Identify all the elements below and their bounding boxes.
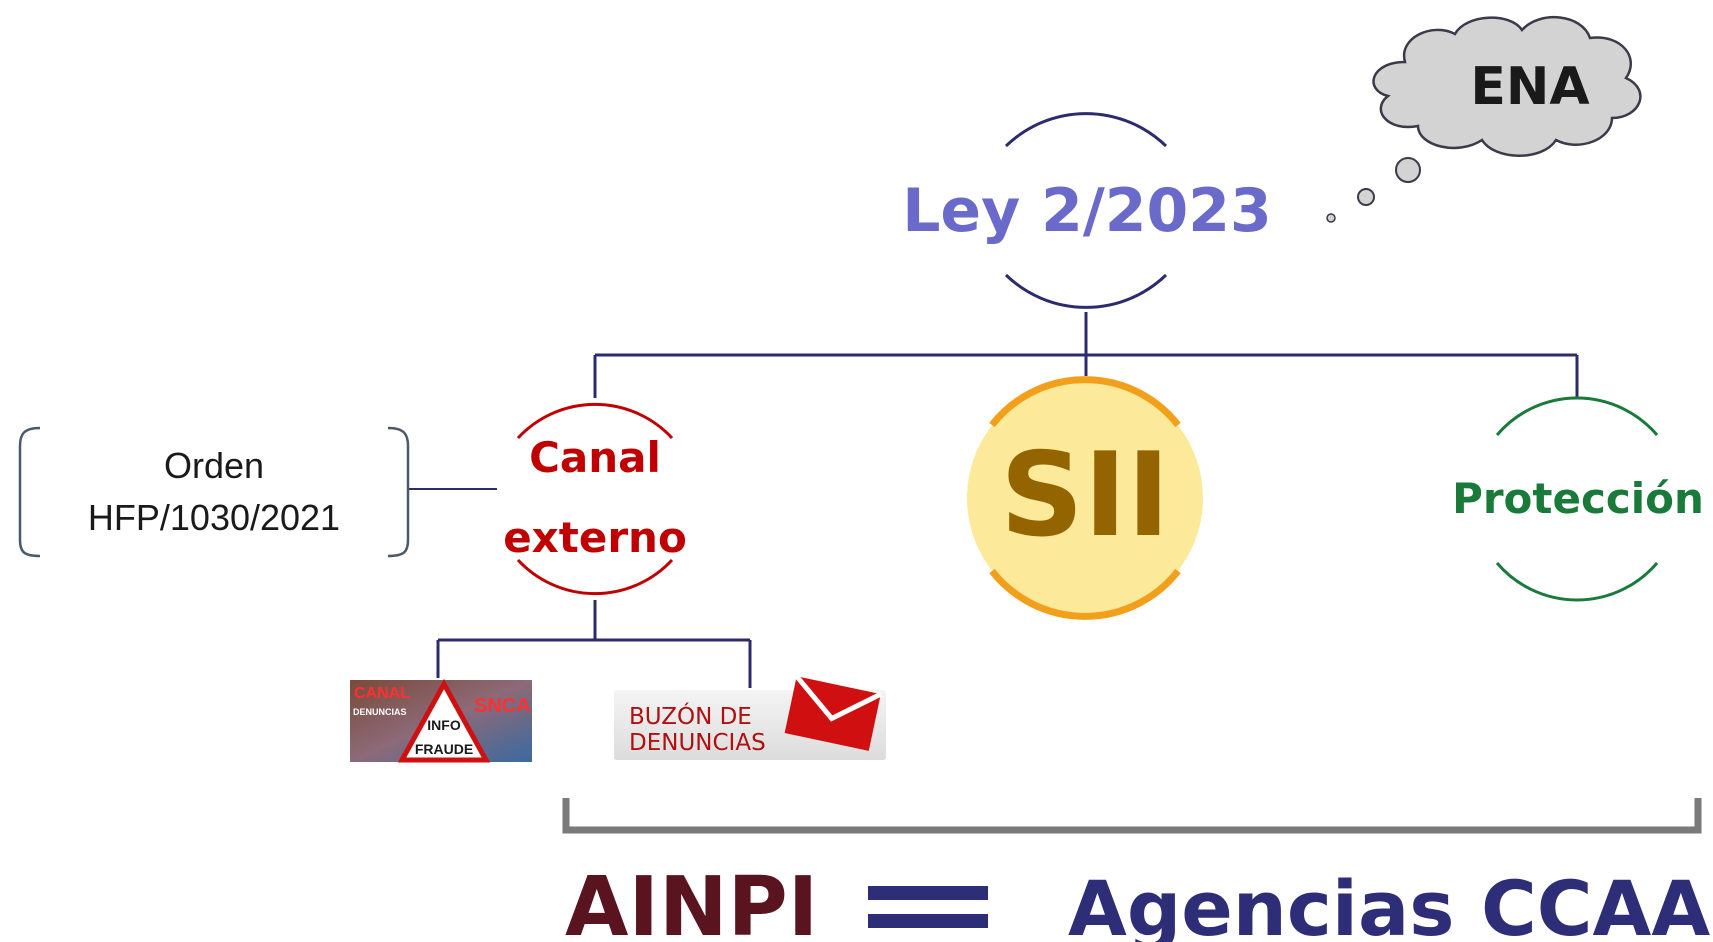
logo-infofraude-canal: CANAL <box>354 685 410 702</box>
node-sii-circle <box>967 380 1203 616</box>
node-proteccion: Protección <box>1452 396 1704 602</box>
bottom-bracket <box>562 798 1702 834</box>
agencias-label: Agencias CCAA <box>1068 864 1710 942</box>
logo-infofraude-triangle <box>397 678 491 763</box>
thought-bubble: ENA <box>1326 16 1642 223</box>
logo-infofraude: CANAL DENUNCIAS SNCA INFO FRAUDE <box>350 678 532 763</box>
bubble-dot-medium <box>1357 188 1375 206</box>
logo-infofraude-info: INFO <box>427 717 461 733</box>
orden-right-bracket <box>387 426 410 558</box>
ainpi-label: AINPI <box>565 860 818 942</box>
node-sii-bottom-arc <box>989 568 1181 620</box>
thought-bubble-label: ENA <box>1470 57 1589 117</box>
orden-label-line2: HFP/1030/2021 <box>88 497 340 538</box>
node-sii: SII <box>967 376 1203 620</box>
node-ley-label: Ley 2/2023 <box>902 176 1272 246</box>
node-ley: Ley 2/2023 <box>902 112 1272 309</box>
node-ley-bottom-arc <box>1004 273 1168 309</box>
node-canal-bottom-arc <box>516 558 674 596</box>
logo-infofraude-denuncias: DENUNCIAS <box>353 707 407 717</box>
orden-label-line1: Orden <box>164 445 264 486</box>
envelope-icon <box>784 674 882 751</box>
node-sii-label: SII <box>1000 428 1170 563</box>
node-canal-externo: Canal externo <box>503 402 687 596</box>
logo-infofraude-snca: SNCA <box>474 695 531 717</box>
node-proteccion-top-arc <box>1495 396 1659 436</box>
node-canal-label-line2: externo <box>503 513 687 562</box>
node-ley-top-arc <box>1004 112 1168 148</box>
orden-box: Orden HFP/1030/2021 <box>18 426 410 558</box>
bubble-dot-large <box>1395 157 1421 183</box>
logo-buzon-line2: DENUNCIAS <box>629 730 766 756</box>
bubble-dot-small <box>1326 213 1336 223</box>
equals-bar-bottom <box>868 914 988 928</box>
logo-buzon-line1: BUZÓN DE <box>629 702 752 730</box>
orden-left-bracket <box>18 426 41 558</box>
node-canal-top-arc <box>516 402 674 440</box>
node-proteccion-bottom-arc <box>1495 562 1659 602</box>
equals-bar-top <box>868 886 988 900</box>
bottom-equation: AINPI Agencias CCAA <box>565 860 1710 942</box>
node-sii-top-arc <box>989 376 1181 428</box>
node-canal-label-line1: Canal <box>529 433 661 482</box>
node-proteccion-label: Protección <box>1452 474 1704 523</box>
cloud-shape <box>1372 16 1642 157</box>
connector-lines <box>408 312 1579 688</box>
logo-buzon: BUZÓN DE DENUNCIAS <box>614 674 886 760</box>
logo-infofraude-fraude: FRAUDE <box>415 741 473 757</box>
